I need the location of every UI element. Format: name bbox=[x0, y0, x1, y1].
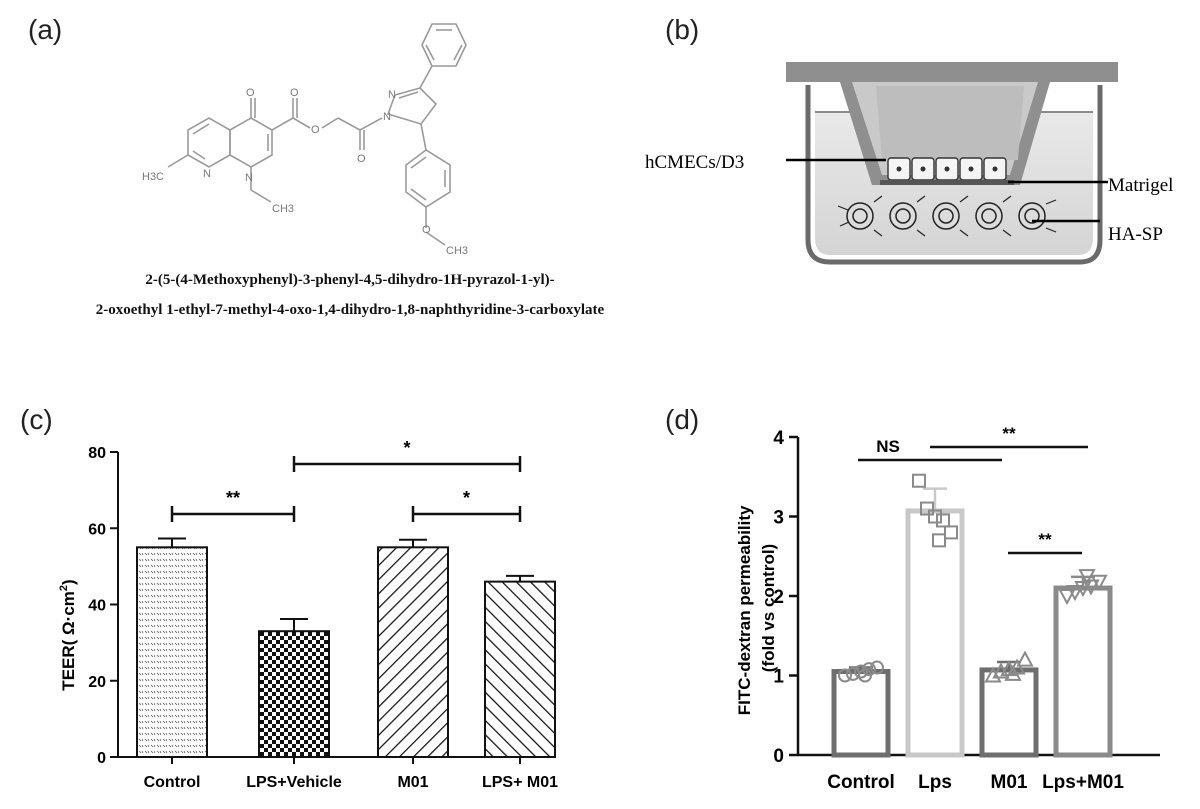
fitc-significance-label: ** bbox=[1038, 530, 1052, 549]
fitc-y-tick-label: 4 bbox=[773, 428, 784, 449]
spheroid-row bbox=[846, 202, 1046, 230]
well-outer bbox=[805, 85, 1103, 265]
atom-methoxy-methyl: CH3 bbox=[446, 245, 468, 257]
teer-category-label: LPS+Vehicle bbox=[246, 774, 342, 791]
panel-label-c: (c) bbox=[20, 404, 53, 435]
fitc-category-label: Control bbox=[827, 772, 895, 793]
fitc-bar bbox=[1053, 585, 1113, 758]
teer-y-axis-label: TEER( Ω·cm2) bbox=[58, 579, 78, 690]
atom-n-pyrazoline-1: N bbox=[383, 111, 391, 123]
teer-bar bbox=[258, 630, 330, 758]
fitc-data-point bbox=[984, 666, 1002, 683]
teer-y-tick-label: 20 bbox=[88, 674, 106, 691]
spheroid-label: HA-SP bbox=[1108, 224, 1163, 245]
fitc-data-point bbox=[912, 473, 926, 488]
fitc-y-tick-label: 2 bbox=[773, 587, 784, 608]
teer-category-label: M01 bbox=[397, 774, 428, 791]
fitc-data-point bbox=[936, 513, 950, 528]
fitc-category-label: Lps+M01 bbox=[1042, 772, 1124, 793]
fitc-bar bbox=[979, 667, 1039, 758]
cell-monolayer bbox=[887, 157, 1007, 181]
fitc-data-point bbox=[854, 664, 868, 679]
panel-label-d: (d) bbox=[665, 404, 700, 435]
insert-inner bbox=[852, 82, 1038, 175]
atom-methyl: H3C bbox=[142, 171, 164, 183]
teer-bar bbox=[377, 546, 449, 758]
atom-n-pyrazoline-2: N bbox=[388, 89, 396, 101]
fitc-y-tick-label: 0 bbox=[773, 746, 784, 767]
fitc-data-point bbox=[858, 668, 872, 683]
atom-ethyl: CH3 bbox=[272, 203, 294, 215]
fitc-data-point bbox=[1090, 574, 1108, 591]
fitc-data-point bbox=[870, 660, 884, 675]
fitc-y-tick-label: 3 bbox=[773, 508, 784, 529]
panel-label-b: (b) bbox=[665, 14, 700, 45]
teer-ylabel-main: TEER( Ω·cm bbox=[59, 591, 78, 691]
fitc-significance-label: ** bbox=[1002, 424, 1016, 443]
fitc-ylabel-line1: FITC-dextran permeability bbox=[735, 505, 754, 715]
teer-category-label: Control bbox=[144, 774, 201, 791]
fitc-ylabel-line2: (fold vs control) bbox=[759, 544, 778, 672]
teer-y-tick-label: 0 bbox=[97, 750, 106, 767]
fitc-data-point bbox=[1058, 589, 1076, 606]
spheroid-processes bbox=[837, 195, 1057, 237]
matrigel-label: Matrigel bbox=[1108, 175, 1173, 196]
atom-o-ester: O bbox=[311, 124, 320, 136]
teer-significance-label: * bbox=[403, 438, 410, 458]
fitc-data-point bbox=[1078, 569, 1096, 586]
teer-y-tick-label: 60 bbox=[88, 521, 106, 538]
fitc-dextran-chart: FITC-dextran permeability (fold vs contr… bbox=[735, 424, 1160, 793]
atom-n-ring-1: N bbox=[203, 168, 211, 180]
fitc-data-point bbox=[1074, 581, 1092, 598]
fitc-data-point bbox=[932, 533, 946, 548]
teer-ylabel-tail: ) bbox=[59, 579, 78, 585]
fitc-data-point bbox=[944, 525, 958, 540]
fitc-y-axis-label: FITC-dextran permeability (fold vs contr… bbox=[735, 501, 778, 715]
fitc-data-point bbox=[1016, 650, 1034, 667]
fitc-y-tick-label: 1 bbox=[773, 667, 784, 688]
teer-bar bbox=[136, 546, 208, 758]
teer-bar bbox=[484, 580, 556, 758]
fitc-bar bbox=[905, 508, 965, 758]
fitc-data-point bbox=[1004, 664, 1022, 681]
atom-o-amide: O bbox=[357, 153, 366, 165]
atom-o-ester-carbonyl: O bbox=[290, 87, 299, 99]
structure-bonds bbox=[167, 23, 467, 246]
insert-chamber bbox=[876, 86, 1024, 160]
teer-significance-label: * bbox=[463, 488, 470, 508]
fitc-category-label: Lps bbox=[918, 772, 952, 793]
medium bbox=[815, 112, 1093, 255]
atom-o-ketone: O bbox=[246, 87, 255, 99]
fitc-data-point bbox=[1082, 579, 1100, 596]
fitc-data-point bbox=[928, 509, 942, 524]
teer-category-label: LPS+ M01 bbox=[482, 774, 558, 791]
compound-name-line1: 2-(5-(4-Methoxyphenyl)-3-phenyl-4,5-dihy… bbox=[145, 272, 555, 288]
teer-y-tick-label: 40 bbox=[88, 598, 106, 615]
fitc-data-point bbox=[920, 501, 934, 516]
atom-n-ring-8: N bbox=[245, 172, 253, 184]
fitc-significance-label: NS bbox=[876, 437, 900, 456]
atom-o-methoxy: O bbox=[422, 224, 431, 236]
panel-label-a: (a) bbox=[28, 14, 63, 45]
teer-significance-label: ** bbox=[226, 488, 240, 508]
chemical-structure: O O O O N N N N H3C CH3 O CH3 bbox=[142, 23, 468, 257]
fitc-data-point bbox=[838, 668, 852, 683]
matrigel-layer bbox=[880, 180, 1014, 185]
fitc-bar bbox=[831, 669, 891, 758]
teer-y-tick-label: 80 bbox=[88, 445, 106, 462]
insert-flange bbox=[786, 62, 1118, 185]
fitc-data-point bbox=[1066, 585, 1084, 602]
compound-name-line2: 2-oxoethyl 1-ethyl-7-methyl-4-oxo-1,4-di… bbox=[95, 302, 605, 318]
fitc-category-label: M01 bbox=[991, 772, 1028, 793]
teer-ylabel-sup: 2 bbox=[58, 585, 70, 591]
